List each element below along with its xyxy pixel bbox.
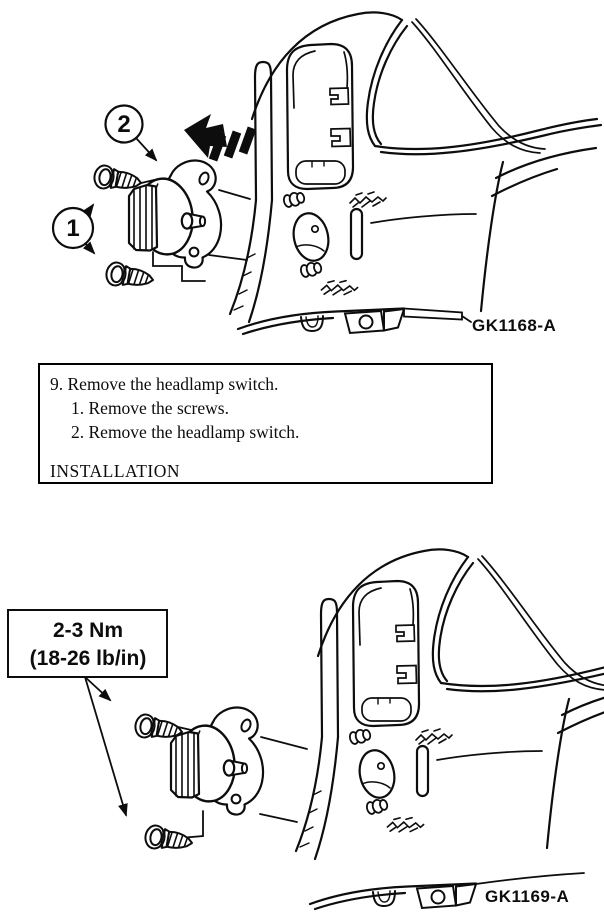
- torque-spec-box: [7, 609, 168, 678]
- callout-1: 1: [51, 203, 96, 255]
- substep-2-text: 2. Remove the headlamp switch.: [71, 422, 300, 442]
- step-text: 9. Remove the headlamp switch.: [50, 374, 279, 394]
- figure-headlamp-switch-removal: 2 1 GK1168-A: [51, 0, 604, 336]
- substep-1-text: 1. Remove the screws.: [71, 398, 229, 418]
- figure-id-label-installation: GK1169-A: [485, 887, 569, 906]
- torque-callout: 2-3 Nm (18-26 lb/in): [7, 609, 168, 817]
- callout-1-number: 1: [66, 215, 79, 242]
- dash-panel-drawing: [296, 549, 604, 911]
- screw-bottom-drawing: [103, 260, 156, 293]
- torque-metric-label: 2-3 Nm: [53, 619, 123, 642]
- headlamp-switch-drawing: [169, 706, 265, 816]
- figure-headlamp-switch-installation: 2-3 Nm (18-26 lb/in) GK1169-A: [7, 530, 604, 911]
- callout-2: 2: [104, 104, 158, 162]
- headlamp-switch-drawing: [127, 159, 223, 269]
- dash-panel-drawing: [230, 12, 601, 336]
- motion-arrow-icon: [184, 114, 257, 162]
- sill-bar: [403, 307, 463, 321]
- torque-imperial-label: (18-26 lb/in): [30, 647, 147, 670]
- screw-bottom-drawing: [142, 823, 195, 856]
- instruction-box: 9. Remove the headlamp switch. 1. Remove…: [38, 363, 493, 484]
- figure-id-label-removal: GK1168-A: [472, 316, 556, 335]
- callout-2-number: 2: [117, 111, 130, 138]
- section-heading: INSTALLATION: [50, 461, 180, 481]
